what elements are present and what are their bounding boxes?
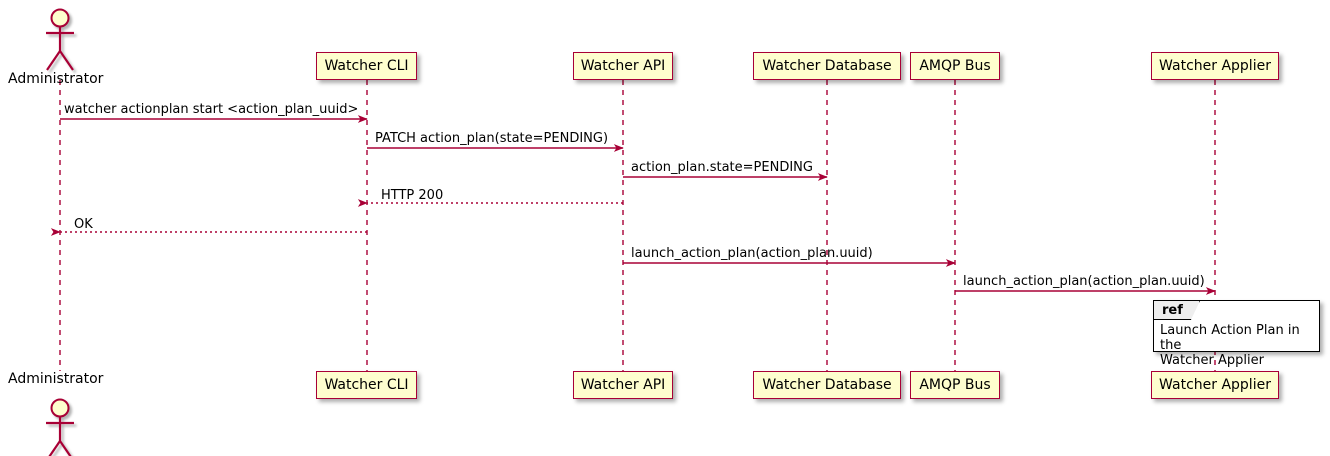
ref-fragment-text: Launch Action Plan in the Watcher Applie… <box>1160 323 1300 368</box>
participant-box-watcher-api-bottom[interactable]: Watcher API <box>573 371 673 399</box>
actor-limb-2 <box>46 50 61 71</box>
participant-box-watcher-database-top[interactable]: Watcher Database <box>753 52 901 80</box>
ref-fragment-tab-label: ref <box>1154 301 1200 320</box>
message-label-1: watcher actionplan start <action_plan_uu… <box>64 102 359 117</box>
actor-limb-3 <box>59 50 74 71</box>
message-label-6: launch_action_plan(action_plan.uuid) <box>631 246 873 261</box>
actor-figure-administrator-top <box>46 8 74 71</box>
actor-label-administrator-top: Administrator <box>8 71 104 87</box>
participant-box-watcher-cli-bottom[interactable]: Watcher CLI <box>316 371 417 399</box>
message-label-2: PATCH action_plan(state=PENDING) <box>375 131 609 146</box>
participant-box-watcher-database-bottom[interactable]: Watcher Database <box>753 371 901 399</box>
participant-box-amqp-bus-top[interactable]: AMQP Bus <box>910 52 1000 80</box>
participant-box-watcher-api-top[interactable]: Watcher API <box>573 52 673 80</box>
actor-figures-group <box>46 8 74 456</box>
participant-box-watcher-applier-bottom[interactable]: Watcher Applier <box>1151 371 1279 399</box>
message-label-3: action_plan.state=PENDING <box>631 160 813 175</box>
actor-head <box>50 8 70 28</box>
message-label-5: OK <box>74 217 93 232</box>
actor-label-administrator-bottom: Administrator <box>8 371 104 387</box>
ref-fragment-launch-action-plan: ref Launch Action Plan in the Watcher Ap… <box>1153 300 1320 368</box>
lifelines-group <box>59 80 1216 371</box>
actor-figure-administrator-bottom <box>46 398 74 456</box>
actor-head <box>50 398 70 418</box>
participant-box-amqp-bus-bottom[interactable]: AMQP Bus <box>910 371 1000 399</box>
message-arrows-group <box>50 115 1216 295</box>
participant-box-watcher-applier-top[interactable]: Watcher Applier <box>1151 52 1279 80</box>
participant-box-watcher-cli-top[interactable]: Watcher CLI <box>316 52 417 80</box>
actor-limb-3 <box>59 440 72 456</box>
message-label-7: launch_action_plan(action_plan.uuid) <box>963 274 1205 289</box>
actor-limb-2 <box>48 440 61 456</box>
message-label-4: HTTP 200 <box>381 188 444 203</box>
